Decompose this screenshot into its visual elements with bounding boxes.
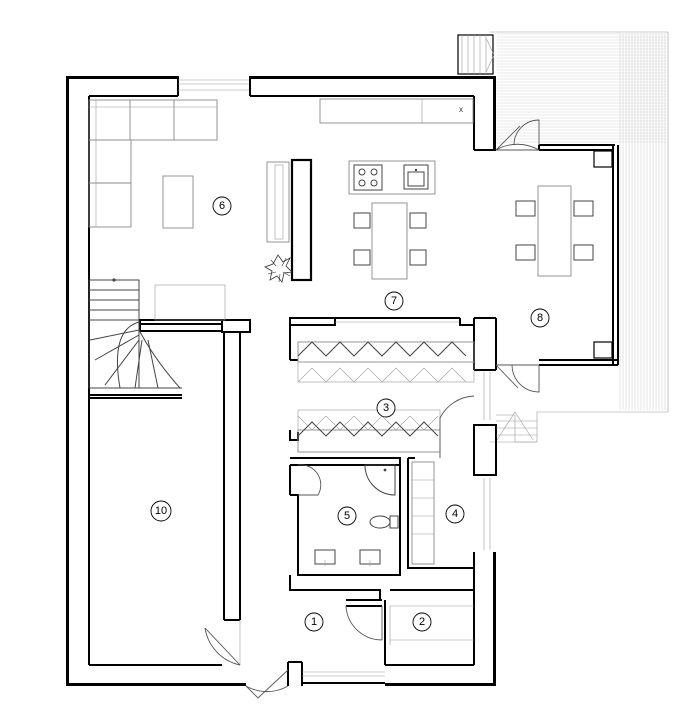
conservatory — [495, 119, 619, 393]
storage-room — [345, 605, 474, 645]
room-label-10: 10 — [150, 500, 172, 522]
side-closet — [411, 461, 435, 565]
svg-text:5: 5 — [344, 510, 350, 522]
bathroom-fixtures — [297, 464, 399, 566]
interior-walls — [89, 317, 474, 666]
svg-text:10: 10 — [155, 505, 167, 517]
room-label-2: 2 — [412, 612, 432, 632]
side-stair — [496, 411, 537, 443]
entrance-door — [245, 669, 289, 699]
room-label-7: 7 — [384, 291, 404, 311]
exterior-stair — [457, 34, 495, 75]
hood-mark: x — [459, 105, 463, 114]
room-label-8: 8 — [530, 308, 550, 328]
wardrobe-closets — [297, 341, 475, 458]
svg-text:6: 6 — [219, 200, 225, 212]
room-label-4: 4 — [445, 504, 465, 524]
svg-text:3: 3 — [383, 402, 389, 414]
room-label-3: 3 — [376, 398, 396, 418]
room-label-5: 5 — [337, 506, 357, 526]
svg-text:8: 8 — [537, 312, 543, 324]
svg-text:1: 1 — [311, 616, 317, 628]
living-room-furniture: x — [88, 98, 474, 321]
terrace-deck — [490, 31, 669, 443]
room-label-6: 6 — [212, 196, 232, 216]
svg-text:7: 7 — [391, 295, 397, 307]
staircase — [88, 278, 182, 389]
svg-text:2: 2 — [419, 616, 425, 628]
room-labels: 1 2 3 4 5 6 7 8 10 — [150, 196, 550, 632]
svg-text:4: 4 — [452, 508, 458, 520]
plant-icon — [264, 254, 293, 283]
outer-walls — [66, 76, 497, 686]
room-label-1: 1 — [304, 612, 324, 632]
